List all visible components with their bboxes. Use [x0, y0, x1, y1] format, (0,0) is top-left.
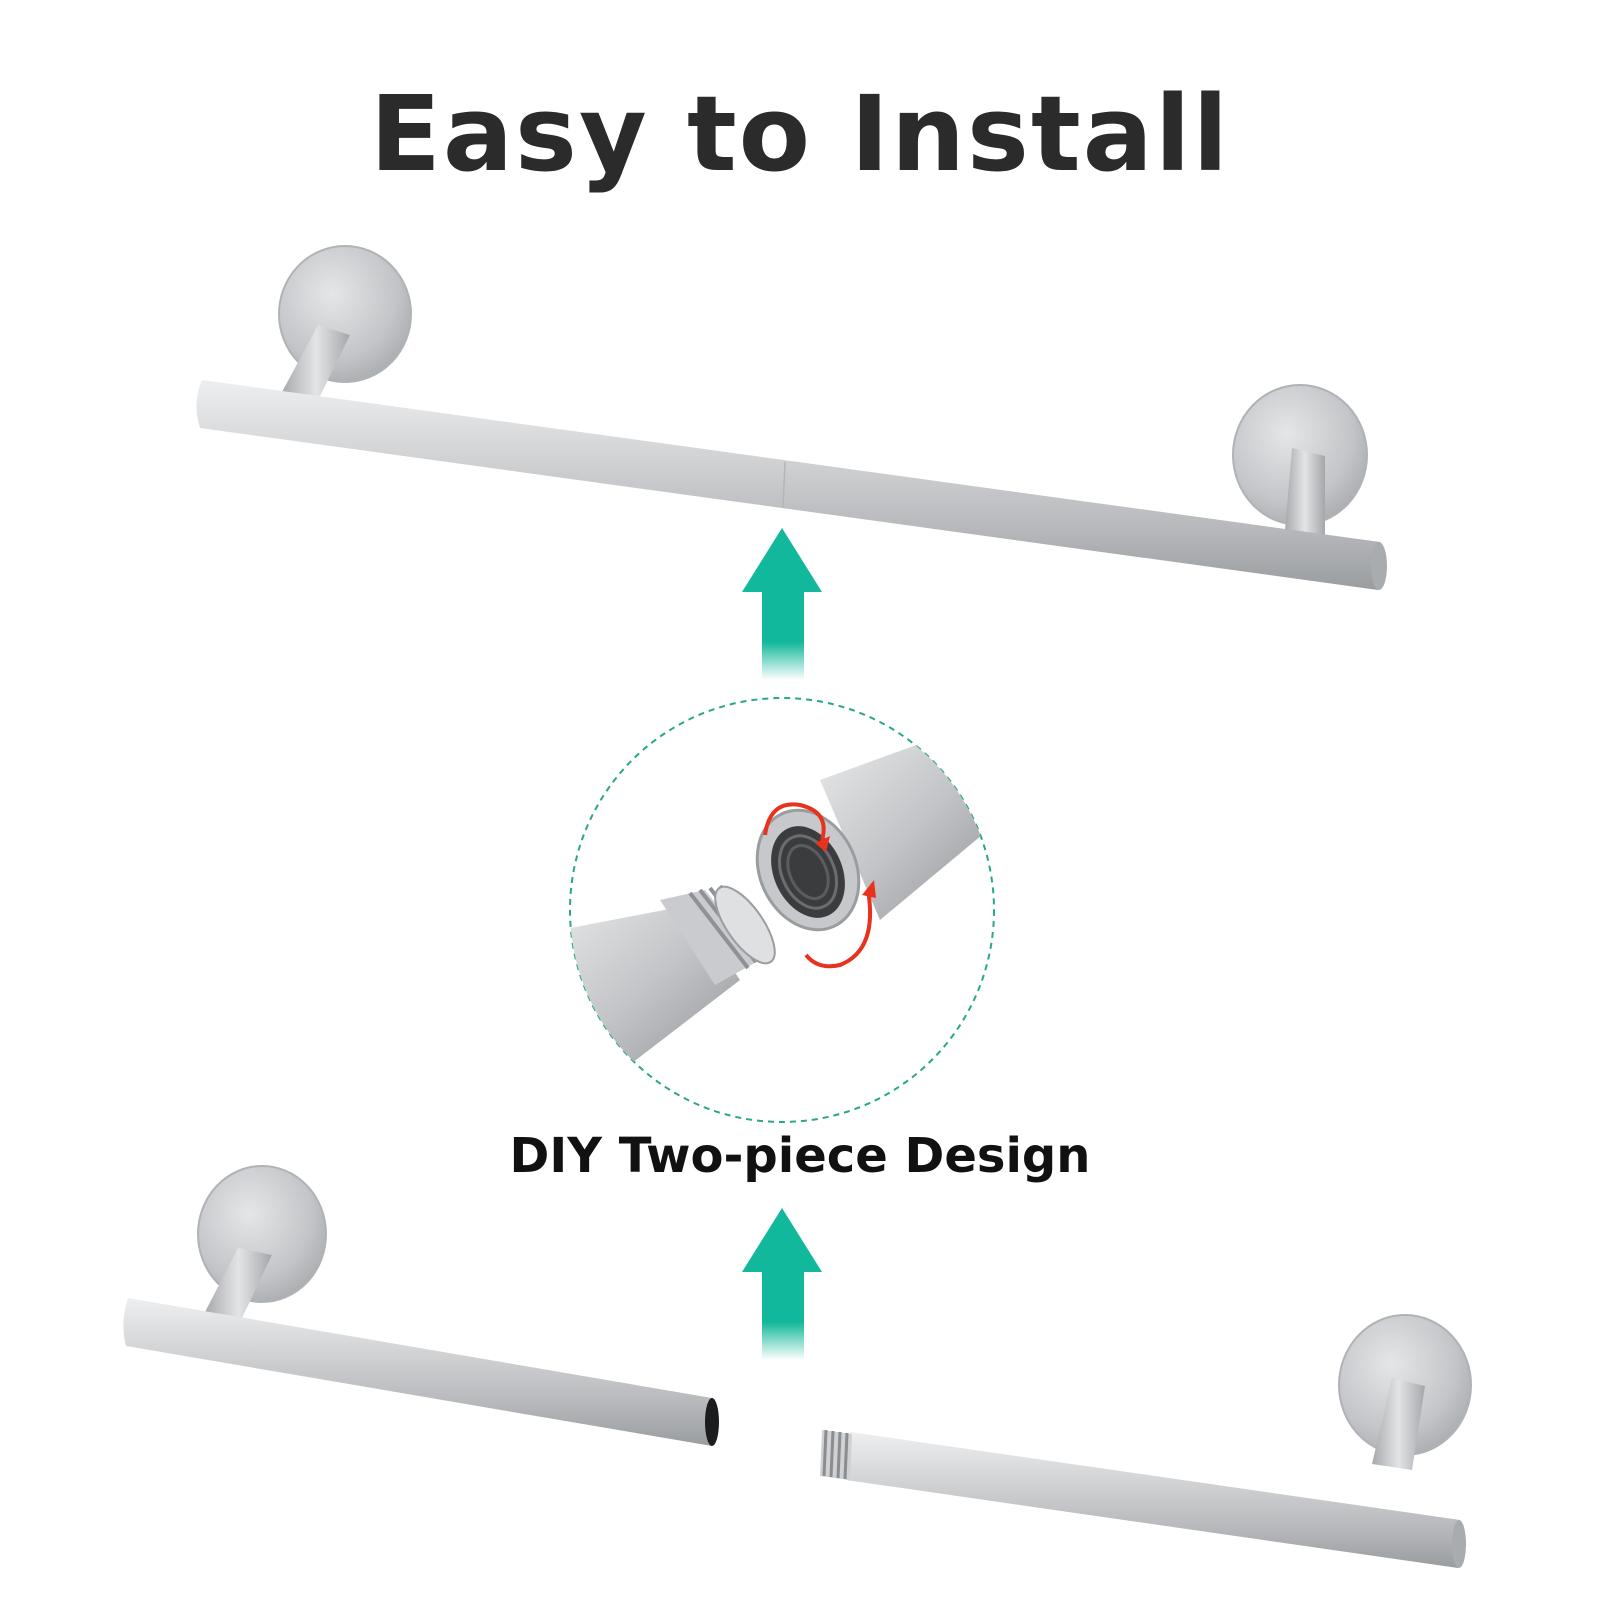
left-half-post [205, 1248, 272, 1318]
connector-detail-zoom [569, 697, 995, 1123]
left-half-rod [123, 1298, 712, 1446]
left-half-mount-disc [197, 1165, 327, 1303]
up-arrow-icon [742, 1208, 822, 1360]
left-half-rod-open-end [705, 1398, 719, 1446]
left-mount-post [282, 325, 350, 396]
rotation-arrow-icon [763, 802, 876, 969]
dashed-zoom-circle [569, 697, 995, 1123]
design-caption: DIY Two-piece Design [509, 1128, 1091, 1184]
assembled-towel-bar [196, 245, 1387, 590]
right-half-post [1372, 1378, 1425, 1470]
right-half-rod [846, 1432, 1464, 1568]
left-half-bar [123, 1165, 719, 1446]
right-mount-post [1285, 448, 1325, 535]
main-rod [196, 380, 1384, 590]
rod-end-cap [1371, 542, 1387, 590]
right-half-threaded-tip [820, 1429, 852, 1480]
headline: Easy to Install [369, 73, 1231, 195]
up-arrow-icon [742, 528, 822, 680]
male-threaded-piece [570, 884, 776, 1080]
rod-joint-line [782, 461, 786, 509]
right-half-bar [820, 1314, 1472, 1568]
